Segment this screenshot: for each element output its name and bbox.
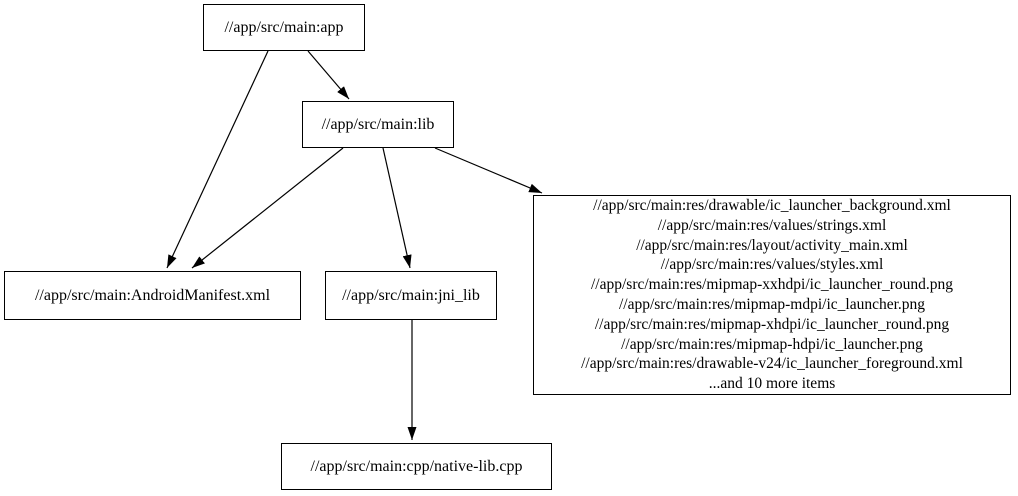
resource-line: //app/src/main:res/mipmap-mdpi/ic_launch… [618,296,926,313]
resource-line: //app/src/main:res/drawable-v24/ic_launc… [581,355,963,373]
edge-app-to-lib [307,50,350,100]
resource-line: //app/src/main:res/mipmap-xhdpi/ic_launc… [594,315,950,333]
resource-line: //app/src/main:res/drawable/ic_launcher_… [593,197,951,215]
graph-node-native-lib-cpp: //app/src/main:cpp/native-lib.cpp [281,443,552,490]
resource-line: //app/src/main:res/mipmap-xxhdpi/ic_laun… [590,276,953,294]
graph-node-lib: //app/src/main:lib [302,101,454,148]
edge-lib-to-resources [434,147,543,194]
edge-app-to-manifest [166,50,269,269]
node-lib-label: //app/src/main:lib [321,115,435,133]
node-app-label: //app/src/main:app [224,18,344,36]
node-native-lib-label: //app/src/main:cpp/native-lib.cpp [310,457,523,475]
graph-node-app: //app/src/main:app [203,4,365,51]
node-manifest-label: //app/src/main:AndroidManifest.xml [34,286,271,304]
graph-node-android-manifest: //app/src/main:AndroidManifest.xml [4,271,301,320]
graph-node-jni-lib: //app/src/main:jni_lib [325,271,497,320]
resource-line: //app/src/main:res/mipmap-hdpi/ic_launch… [621,335,923,353]
edge-lib-to-manifest [191,147,344,269]
edge-lib-to-jni-lib [382,147,412,269]
resource-line: //app/src/main:res/layout/activity_main.… [636,236,908,254]
resource-line: //app/src/main:res/values/strings.xml [657,216,887,234]
resource-more-items-line: ...and 10 more items [708,375,836,393]
resource-line: //app/src/main:res/values/styles.xml [660,256,884,274]
node-jni-lib-label: //app/src/main:jni_lib [342,286,480,304]
graph-node-resources: //app/src/main:res/drawable/ic_launcher_… [533,195,1011,395]
